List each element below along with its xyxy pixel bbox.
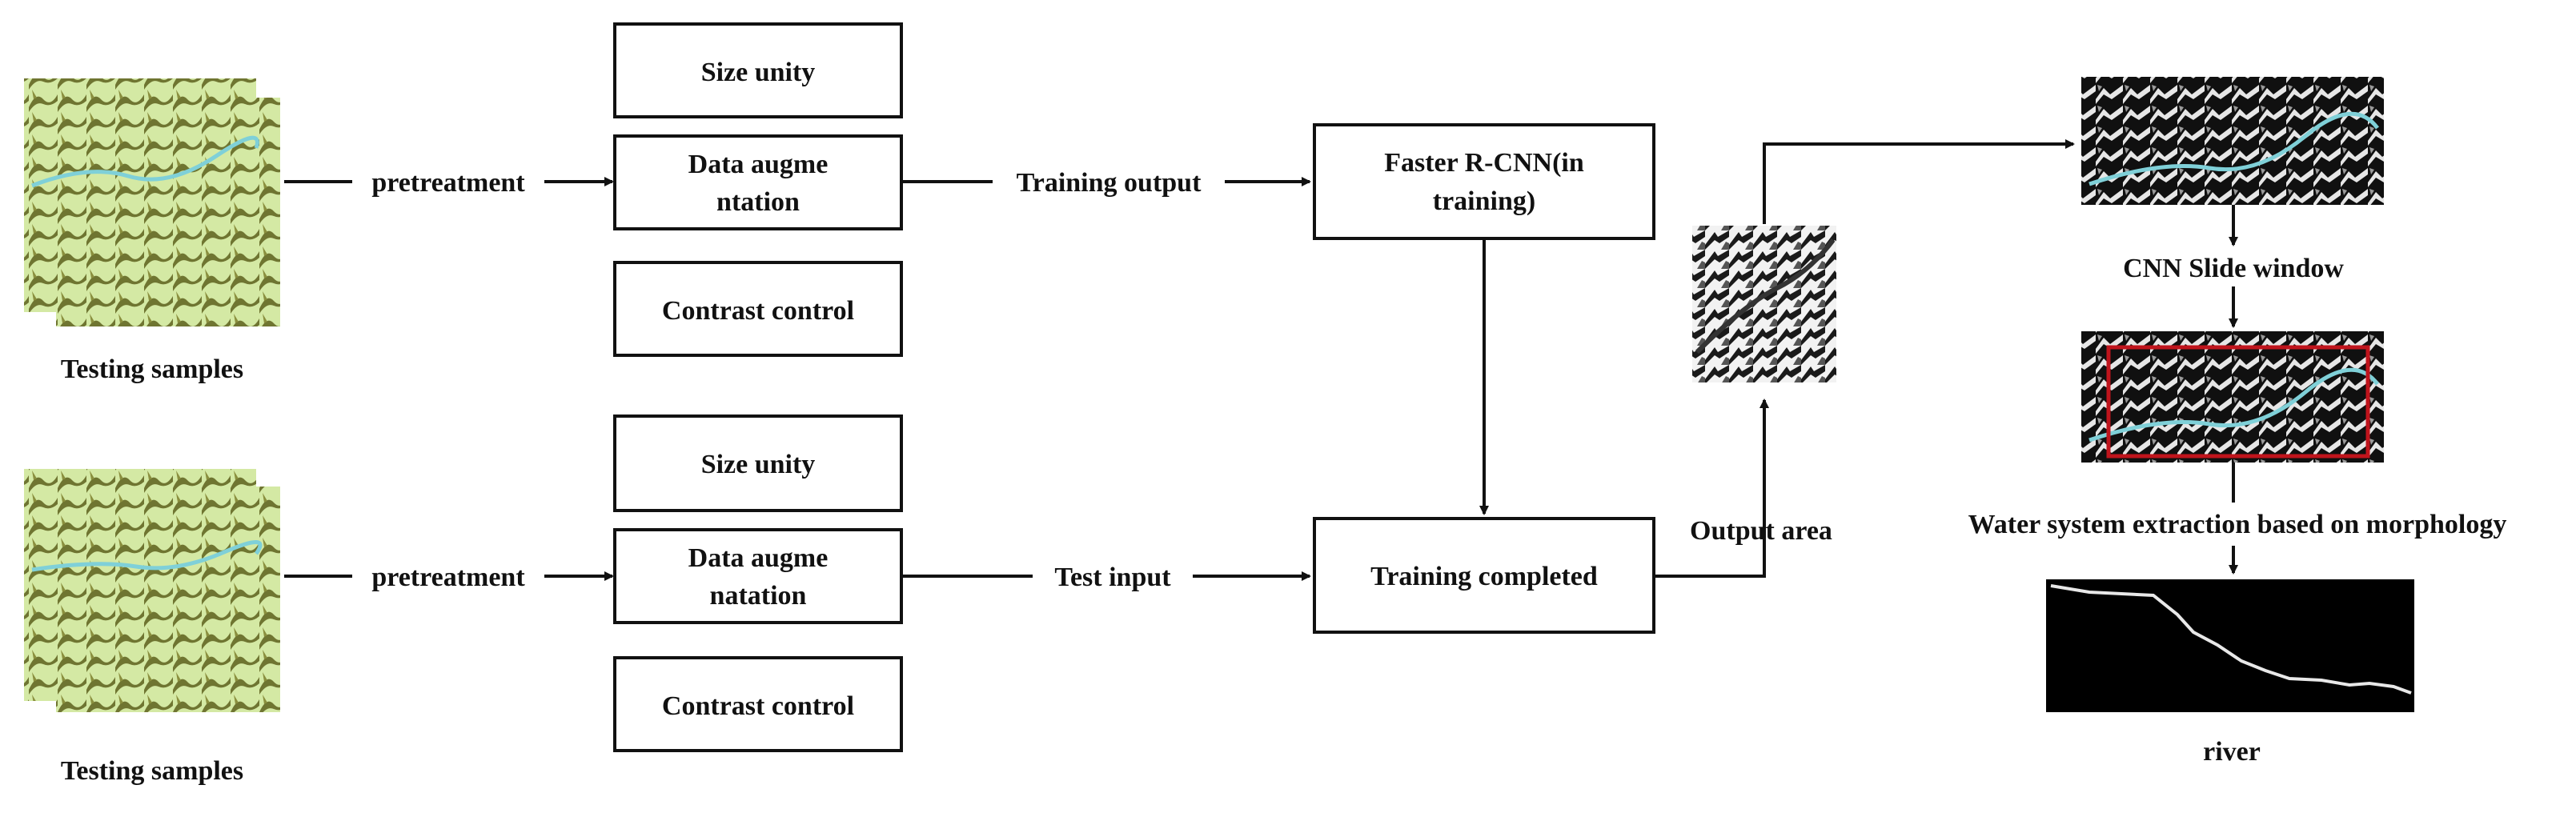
top-augmentation-line1: Data augme [688, 150, 829, 179]
top-contrast-label: Contrast control [662, 296, 854, 326]
slide-window-input-image [2081, 77, 2384, 205]
bottom-contrast-box [613, 656, 903, 752]
top-testing-samples-image [24, 78, 280, 326]
test-input-label: Test input [1054, 563, 1171, 592]
detection-image [2081, 331, 2384, 463]
faster-rcnn-training-box [1313, 123, 1655, 240]
training-output-label: Training output [1017, 168, 1202, 198]
extraction-label: Water system extraction based on morphol… [1968, 510, 2507, 539]
top-augmentation-line2: ntation [716, 187, 800, 217]
top-size-unity-box [613, 22, 903, 118]
faster-rcnn-line1: Faster R-CNN(in [1384, 148, 1584, 178]
detection-box [2106, 345, 2370, 459]
top-augmentation-box [613, 134, 903, 230]
river-result-image [2046, 579, 2414, 712]
faster-rcnn-line2: training) [1433, 186, 1535, 216]
bottom-contrast-label: Contrast control [662, 691, 854, 721]
river-label: river [2203, 737, 2261, 767]
top-size-unity-label: Size unity [701, 58, 816, 87]
bottom-augmentation-box [613, 528, 903, 624]
bottom-size-unity-label: Size unity [701, 450, 816, 479]
training-completed-box [1313, 517, 1655, 634]
top-pretreatment-label: pretreatment [371, 168, 525, 198]
output-area-connector [1654, 398, 1769, 578]
top-contrast-box [613, 261, 903, 357]
bottom-pretreatment-label: pretreatment [371, 563, 525, 592]
bottom-augmentation-line1: Data augme [688, 543, 829, 573]
bottom-augmentation-line2: natation [710, 581, 807, 611]
output-area-label: Output area [1690, 516, 1832, 546]
bottom-testing-samples-image [24, 469, 280, 712]
bottom-samples-caption: Testing samples [61, 756, 243, 786]
output-area-image [1692, 226, 1836, 382]
slide-window-label: CNN Slide window [2123, 254, 2344, 283]
output-to-slide-arrow [1763, 139, 2075, 224]
bottom-size-unity-box [613, 415, 903, 512]
training-completed-label: Training completed [1370, 562, 1598, 591]
top-samples-caption: Testing samples [61, 354, 243, 384]
